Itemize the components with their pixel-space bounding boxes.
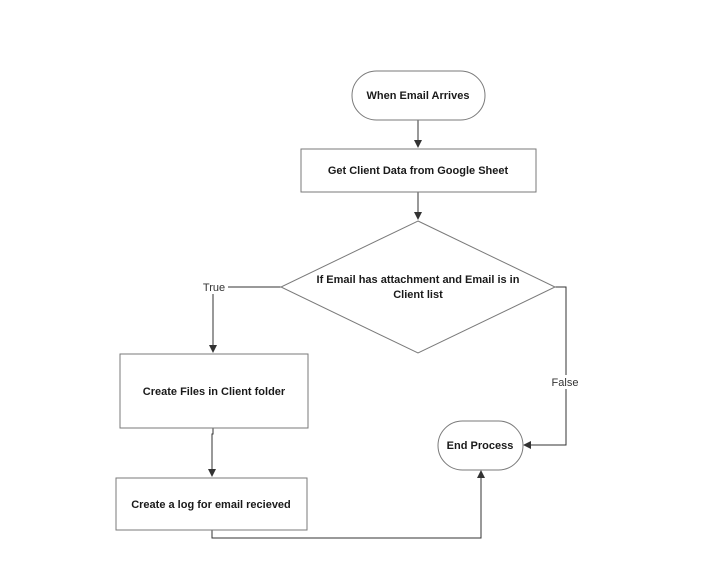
create-files-label: Create Files in Client folder bbox=[143, 386, 286, 398]
edge-decision-false-to-end bbox=[523, 286, 567, 449]
create-log-node bbox=[115, 477, 308, 531]
start-node-label: When Email Arrives bbox=[367, 90, 470, 102]
true-label: True bbox=[203, 282, 225, 294]
decision-label-line2: Client list bbox=[393, 289, 443, 301]
decision-node bbox=[279, 220, 557, 354]
edge-create-log-to-end bbox=[211, 470, 485, 539]
start-node bbox=[351, 70, 486, 121]
true-label-bg bbox=[200, 280, 228, 294]
create-files-node bbox=[119, 353, 309, 429]
edge-create-files-to-create-log bbox=[208, 428, 216, 477]
false-label: False bbox=[552, 377, 579, 389]
edge-decision-true-to-create-files bbox=[209, 286, 281, 353]
get-client-data-node bbox=[300, 148, 537, 193]
end-node-label: End Process bbox=[447, 440, 514, 452]
decision-label-line1: If Email has attachment and Email is in bbox=[317, 274, 520, 286]
get-client-data-label: Get Client Data from Google Sheet bbox=[328, 165, 509, 177]
create-log-label: Create a log for email recieved bbox=[131, 499, 291, 511]
end-node bbox=[437, 420, 524, 471]
false-label-bg bbox=[549, 375, 581, 389]
